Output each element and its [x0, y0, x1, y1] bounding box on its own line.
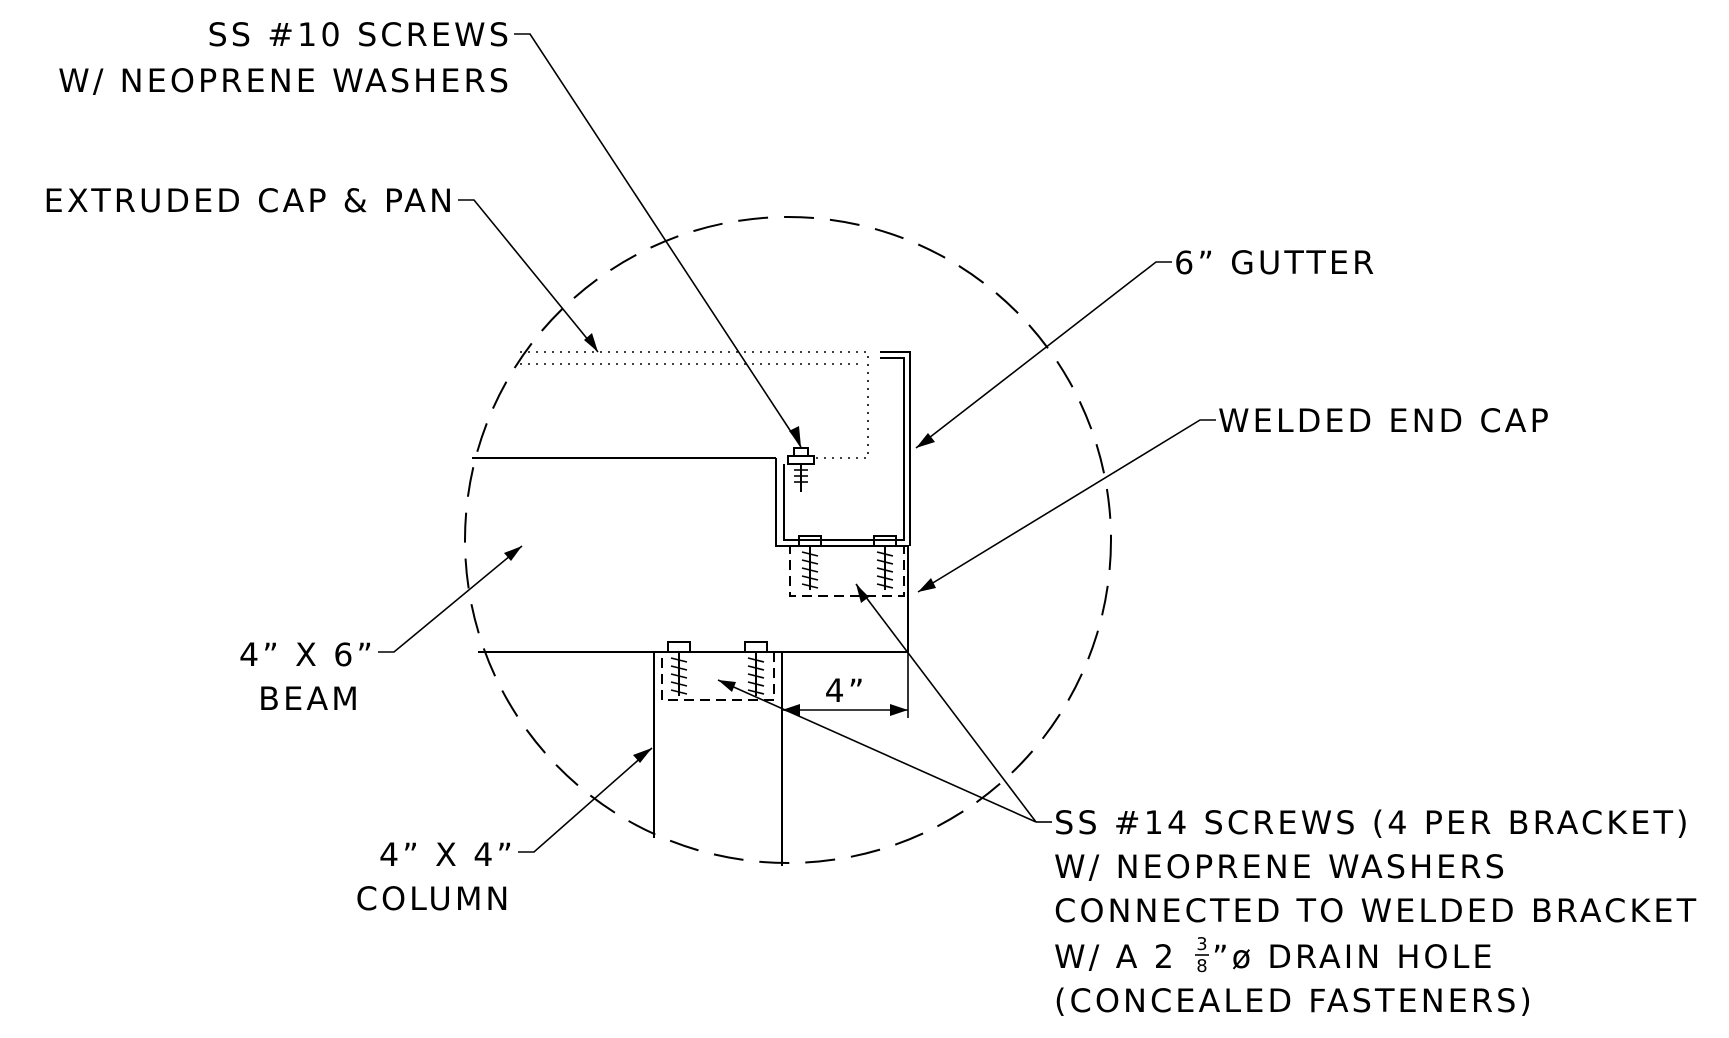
label-cap-pan: EXTRUDED CAP & PAN [44, 182, 456, 220]
label-ss14-line1: SS #14 SCREWS (4 PER BRACKET) [1054, 804, 1691, 842]
label-end-cap: WELDED END CAP [1218, 402, 1552, 440]
ss14-screw-1 [798, 535, 822, 590]
label-column-line2: COLUMN [356, 880, 513, 918]
leader-column [518, 747, 653, 853]
lower-bracket-hidden [661, 651, 775, 701]
label-ss14-line3: CONNECTED TO WELDED BRACKET [1054, 892, 1699, 930]
label-beam-line2: BEAM [258, 680, 362, 718]
dimension-4in [781, 652, 909, 718]
gutter-profile-inner [783, 357, 905, 541]
ss10-screw [787, 447, 815, 492]
detail-boundary-circle [464, 216, 1112, 864]
label-ss14-frac-den: 8 [1196, 956, 1207, 977]
label-gutter: 6” GUTTER [1174, 244, 1377, 282]
label-ss14-line2: W/ NEOPRENE WASHERS [1054, 848, 1508, 886]
leader-ss14 [717, 583, 1052, 823]
label-ss14-frac-num: 3 [1196, 934, 1207, 955]
leader-beam [378, 545, 523, 653]
label-beam-line1: 4” X 6” [239, 636, 376, 674]
label-ss10-line2: W/ NEOPRENE WASHERS [58, 62, 512, 100]
label-dim-4: 4” [825, 672, 868, 710]
cap-pan-outline [520, 351, 869, 459]
label-ss14-line4a: W/ A 2 [1054, 938, 1177, 976]
ss14-screw-4 [744, 641, 768, 696]
gutter-profile [880, 351, 911, 546]
label-column-line1: 4” X 4” [379, 836, 516, 874]
label-ss14-line5: (CONCEALED FASTENERS) [1054, 982, 1535, 1020]
ss14-screw-2 [873, 535, 897, 590]
upper-bracket-hidden [789, 545, 905, 597]
leader-cap-pan [458, 199, 599, 353]
leader-gutter [915, 261, 1172, 449]
leader-end-cap [917, 419, 1216, 593]
leader-ss10 [514, 33, 802, 448]
ss14-screw-3 [667, 641, 691, 696]
label-ss14-line4b: ”ø DRAIN HOLE [1212, 938, 1496, 976]
label-ss10-line1: SS #10 SCREWS [207, 16, 512, 54]
